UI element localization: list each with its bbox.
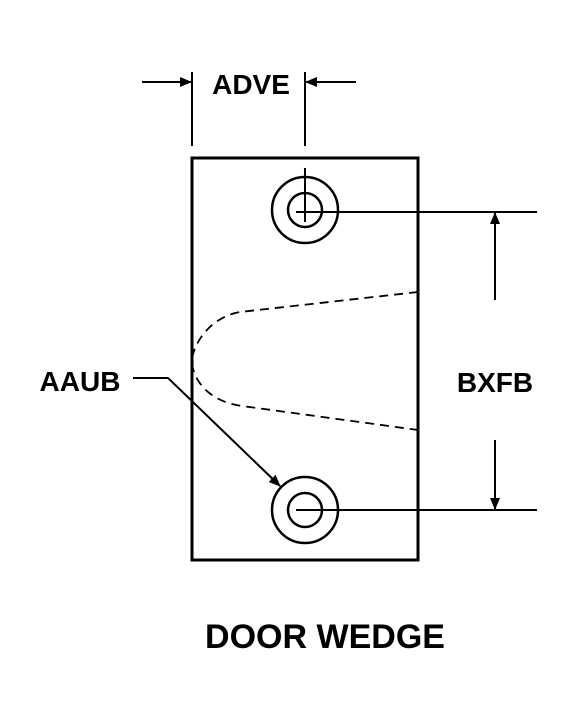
diagram-title: DOOR WEDGE: [205, 618, 445, 656]
width-dimension: ADVE: [142, 69, 356, 146]
hidden-wedge-profile: [191, 291, 419, 431]
top-hole: [270, 168, 537, 245]
spacing-dimension-label: BXFB: [457, 367, 533, 398]
width-dimension-label: ADVE: [212, 69, 290, 100]
wedge-plate-outline: [190, 156, 420, 562]
spacing-dimension: BXFB: [457, 212, 533, 510]
hole-callout: AAUB: [40, 366, 281, 487]
bottom-hole: [270, 475, 537, 545]
hole-callout-label: AAUB: [40, 366, 121, 397]
